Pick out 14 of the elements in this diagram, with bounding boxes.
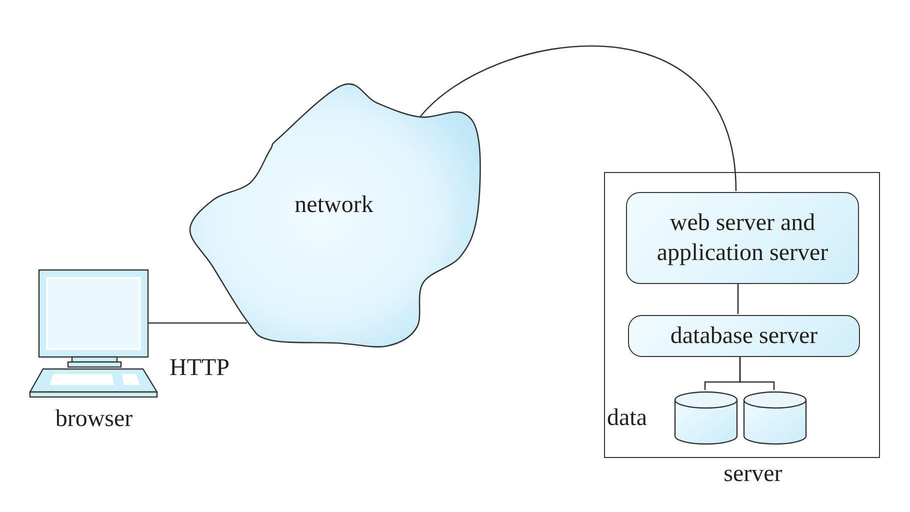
- group-title: server: [724, 460, 782, 489]
- node-label: network: [294, 191, 374, 220]
- database-cylinder: [674, 391, 738, 445]
- side-label: data: [607, 404, 647, 433]
- database-cylinder: [743, 391, 807, 445]
- process-box: [628, 315, 860, 357]
- node-label: web server and application server: [656, 209, 830, 268]
- node-label: browser: [55, 405, 133, 434]
- connector-line: [148, 322, 247, 324]
- connector-line: [739, 356, 775, 390]
- connector-line: [420, 46, 737, 192]
- node-label: database server: [670, 322, 818, 351]
- process-box: [626, 192, 859, 284]
- connector-line: [737, 283, 739, 314]
